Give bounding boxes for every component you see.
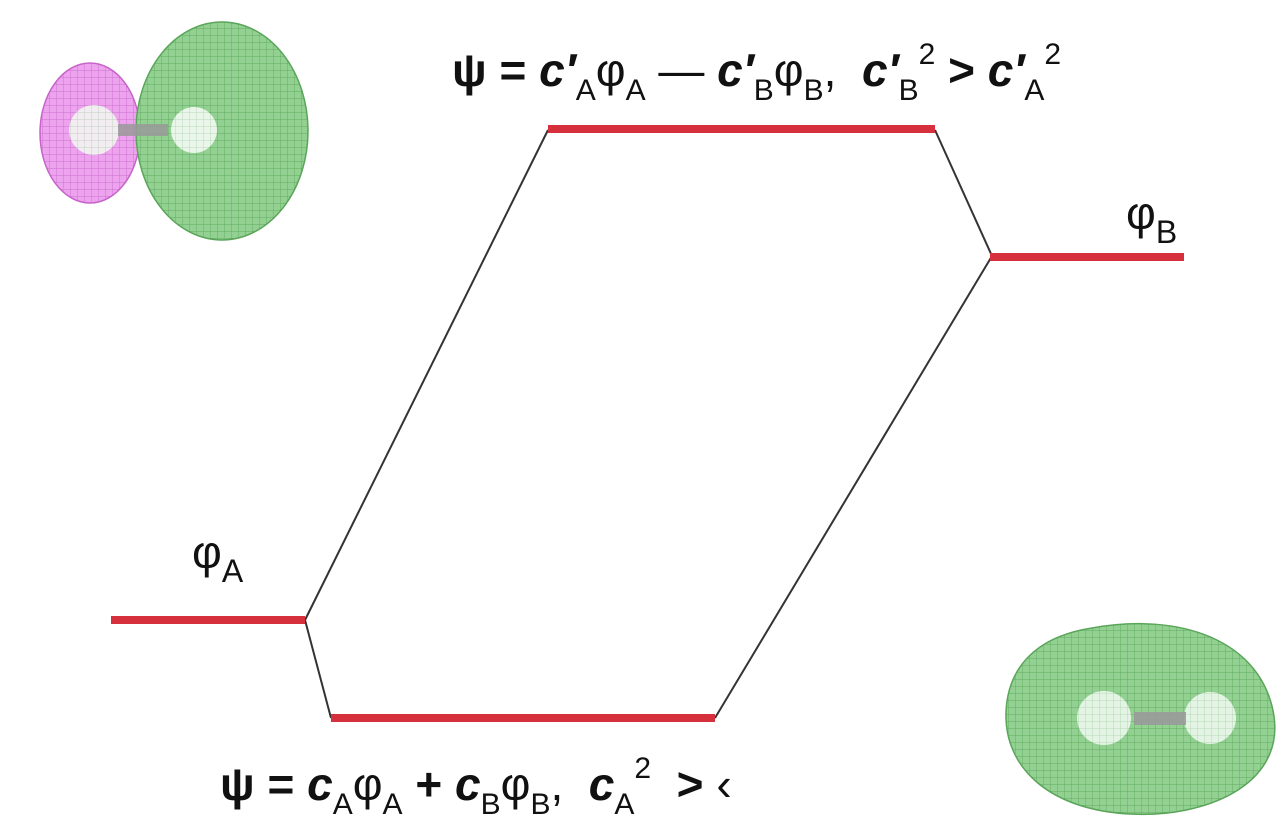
phi-b-subscript: B [530,788,551,821]
phi-b-subscript: B [803,74,824,107]
coefficient-b-subscript: B [753,74,774,107]
phi-b-symbol: φ [773,44,804,96]
equals-sign: = [267,758,295,810]
compare-coefficient-a: c′ [987,44,1025,96]
connector-phiA-to-antibonding [304,129,549,621]
coefficient-a: c [307,758,333,810]
phi-a-symbol: φ [192,526,222,578]
truncated-tail: ‹ [716,758,732,810]
minus-sign: — [658,44,705,96]
atom-b-sphere [171,107,217,153]
comma: , [550,758,564,810]
phi-a-subscript: A [625,74,646,107]
psi-symbol: ψ [220,758,255,810]
equation-bonding: ψ = cAφA + cBφB, cA2 > ‹ [220,752,732,822]
plus-sign: + [415,758,443,810]
phi-b-symbol: φ [1126,187,1156,239]
connector-bonding-to-phiB [714,255,993,719]
phi-b-symbol: φ [500,758,531,810]
coefficient-a-subscript: A [575,74,596,107]
phi-a-subscript: A [221,553,244,589]
bond-stick [118,124,168,136]
phi-a-label: φA [192,525,243,590]
compare-coefficient-a-subscript: A [1024,74,1045,107]
phi-b-label: φB [1126,186,1177,251]
atom-a-sphere [69,105,119,155]
comma: , [823,44,837,96]
greater-than: > [948,44,975,96]
connector-antibonding-to-phiB [934,129,993,257]
phi-a-symbol: φ [595,44,626,96]
compare-coefficient-a-subscript: A [614,788,635,821]
connector-phiA-to-bonding [304,619,332,719]
equals-sign: = [499,44,527,96]
compare-coefficient-b: c′ [861,44,899,96]
equation-antibonding: ψ = c′AφA — c′BφB, c′B2 > c′A2 [452,38,1061,108]
compare-coefficient-a-exponent: 2 [634,752,652,785]
greater-than: > [676,758,704,810]
psi-symbol: ψ [452,44,487,96]
phi-a-subscript: A [382,788,403,821]
compare-coefficient-b-exponent: 2 [918,38,936,71]
phi-a-symbol: φ [352,758,383,810]
atom-a-sphere [1077,691,1131,745]
atom-b-sphere [1184,692,1236,744]
coefficient-b: c′ [717,44,754,96]
coefficient-b: c [455,758,481,810]
coefficient-a: c′ [539,44,576,96]
coefficient-b-subscript: B [480,788,501,821]
compare-coefficient-a-exponent: 2 [1044,38,1062,71]
bonding-orbital-image [1005,622,1276,816]
phi-b-subscript: B [1155,214,1178,250]
compare-coefficient-a: c [588,758,615,810]
compare-coefficient-b-subscript: B [898,74,919,107]
bond-stick [1134,712,1186,725]
coefficient-a-subscript: A [332,788,353,821]
antibonding-orbital-image [39,21,309,241]
